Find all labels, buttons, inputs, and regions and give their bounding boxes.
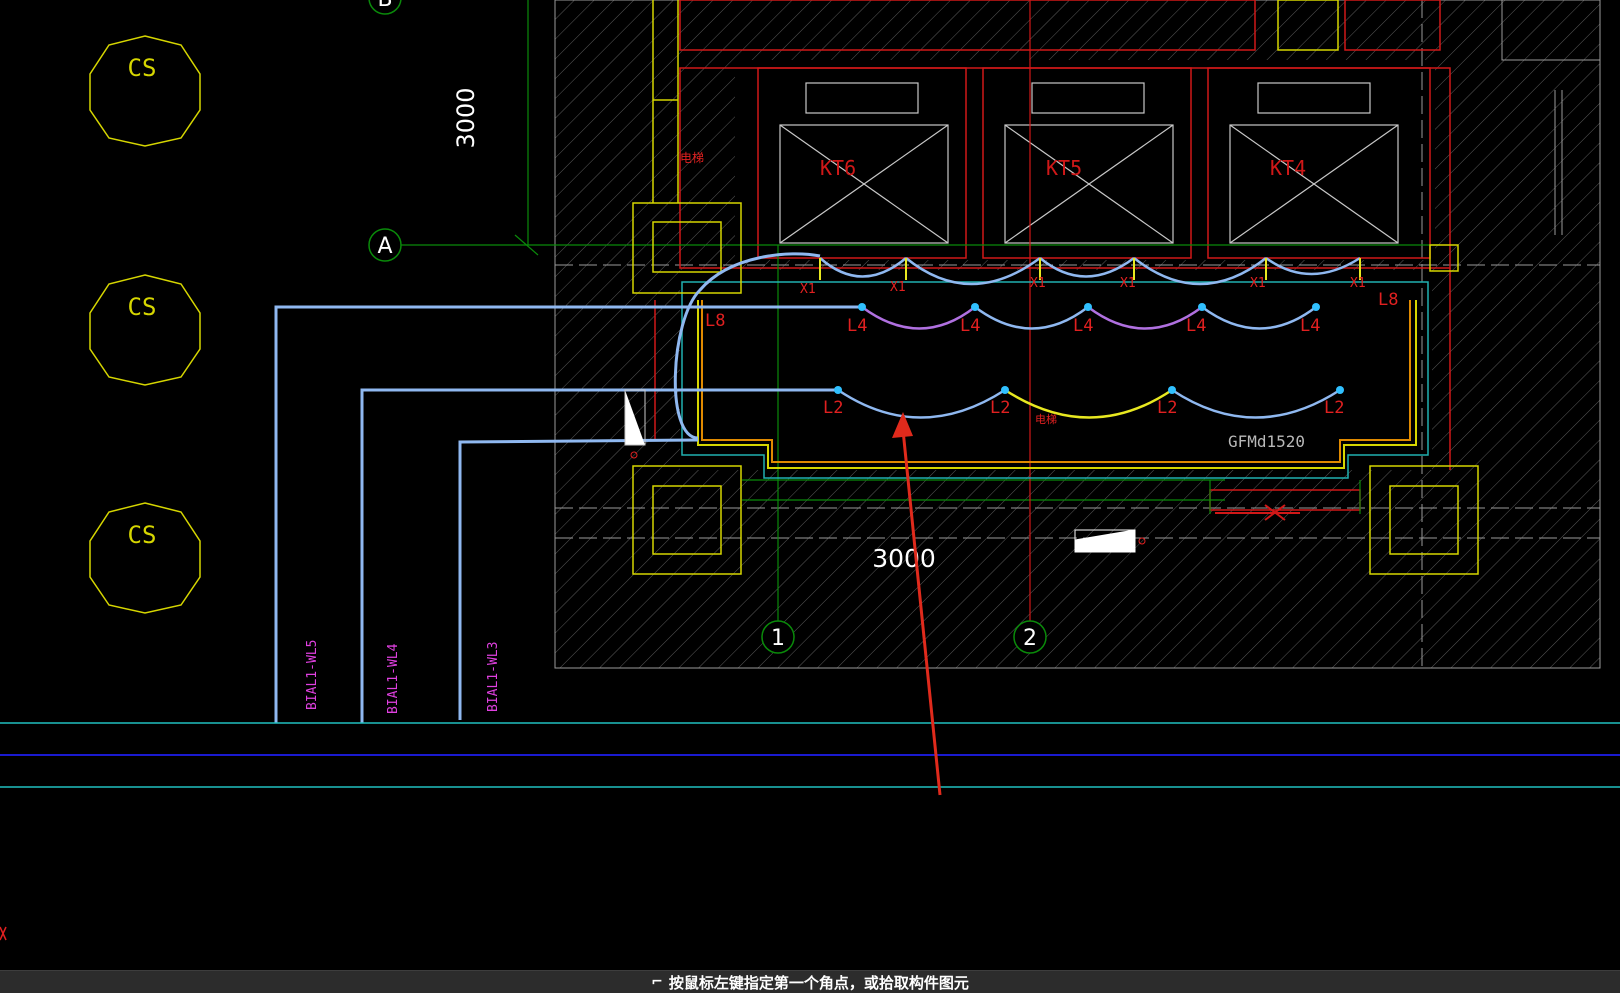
- axis-label-a: A: [377, 234, 392, 259]
- circuit-labels: X1 X1 X1 X1 X1 X1 L8 L8 L4 L4 L4 L4 L4 L…: [680, 151, 1398, 426]
- circuit-label-l2: L2: [990, 398, 1010, 418]
- feeder-wires[interactable]: [274, 252, 862, 723]
- circuit-label-x1: X1: [1030, 276, 1046, 291]
- cs-symbols: [89, 35, 201, 614]
- small-red-note: 电梯: [1035, 413, 1057, 426]
- axis-lines: [400, 0, 1440, 622]
- cs-label: CS: [128, 521, 157, 549]
- axis-bubble-labels: B A 1 2: [377, 0, 1037, 651]
- equipment-label-kt4: KT4: [1270, 156, 1306, 180]
- axis-bubble-b: [368, 0, 402, 15]
- circuit-label-l2: L2: [1324, 398, 1344, 418]
- bottom-boundary-lines: [0, 722, 1620, 788]
- room-label: GFMd1520: [1228, 432, 1305, 451]
- dimension-horizontal-3000: 3000: [872, 544, 936, 573]
- circuit-label-l4: L4: [1073, 316, 1093, 336]
- circuit-label-l2: L2: [823, 398, 843, 418]
- hexagon-cs-icon: [89, 502, 201, 614]
- status-prompt-text: 按鼠标左键指定第一个角点，或拾取构件图元: [668, 973, 969, 992]
- fixture-ticks: [819, 258, 1361, 280]
- cs-label: CS: [128, 54, 157, 82]
- circuit-label-x1: X1: [1350, 276, 1366, 291]
- door-frame: [624, 389, 646, 446]
- axis-bubble-1: [761, 620, 795, 654]
- feeder-wire-arc[interactable]: [673, 252, 821, 440]
- feeder-wire-wl5[interactable]: [274, 305, 862, 723]
- feeder-label-wl5: BIAL1-WL5: [305, 640, 320, 710]
- axis-bubbles: [368, 0, 1047, 654]
- circuit-label-l8: L8: [705, 311, 725, 331]
- cad-drawing-canvas[interactable]: KT6 KT5 KT4 CS CS: [0, 0, 1620, 970]
- cs-label: CS: [128, 293, 157, 321]
- small-red-note: 电梯: [680, 151, 704, 165]
- circuit-label-l4: L4: [847, 316, 867, 336]
- circuit-label-x1: X1: [890, 280, 906, 295]
- circuit-label-l4: L4: [1300, 316, 1320, 336]
- hatched-wall-region: [554, 0, 1601, 669]
- circuit-label-l4: L4: [1186, 316, 1206, 336]
- feeder-label-wl3: BIAL1-WL3: [486, 642, 501, 712]
- red-room-outlines: [654, 0, 1451, 511]
- circuit-label-x1: X1: [800, 282, 816, 297]
- equipment-labels: KT6 KT5 KT4: [820, 156, 1306, 180]
- orange-room-boundary: [701, 300, 1411, 463]
- door-swing-symbol: [625, 390, 645, 445]
- axis-label-b: B: [377, 0, 392, 12]
- axis-bubble-2: [1013, 620, 1047, 654]
- light-circuit-l4[interactable]: [861, 305, 1317, 330]
- column-boxes: [632, 0, 1479, 575]
- feeder-labels: BIAL1-WL5 BIAL1-WL4 BIAL1-WL3: [305, 640, 501, 714]
- cyan-room-outline: [681, 281, 1429, 479]
- cursor-corner-icon: ⌐: [651, 974, 663, 990]
- light-circuit-x1[interactable]: [819, 256, 1361, 286]
- axis-label-2: 2: [1023, 626, 1037, 651]
- red-annotation-arrow: [892, 412, 942, 796]
- panel-box-outline: [1074, 529, 1136, 553]
- feeder-label-wl4: BIAL1-WL4: [386, 643, 401, 714]
- feeder-wire-wl3[interactable]: [458, 438, 699, 720]
- hexagon-cs-icon: [89, 35, 201, 147]
- hexagon-cs-icon: [89, 274, 201, 386]
- axis-bubble-a: [368, 228, 402, 262]
- circuit-label-l2: L2: [1157, 398, 1177, 418]
- circuit-label-l8: L8: [1378, 290, 1398, 310]
- yellow-room-boundary: [697, 300, 1417, 469]
- red-connector-symbol: [1215, 504, 1300, 521]
- equipment-label-kt6: KT6: [820, 156, 856, 180]
- command-status-bar: ⌐ 按鼠标左键指定第一个角点，或拾取构件图元: [0, 970, 1620, 993]
- ucs-icon: [0, 926, 7, 941]
- fixture-points: [834, 303, 1344, 394]
- equipment-label-kt5: KT5: [1046, 156, 1082, 180]
- circuit-label-x1: X1: [1250, 276, 1266, 291]
- dimension-vertical-3000: 3000: [452, 87, 480, 148]
- axis-label-1: 1: [771, 626, 785, 651]
- circuit-label-x1: X1: [1120, 276, 1136, 291]
- cs-labels: CS CS CS: [128, 54, 157, 549]
- equipment-boxes: [779, 82, 1399, 244]
- panel-box-marker: [1138, 537, 1146, 545]
- circuit-label-l4: L4: [960, 316, 980, 336]
- door-marker: [630, 451, 638, 459]
- feeder-wire-wl4[interactable]: [360, 388, 838, 723]
- light-circuit-l2[interactable]: [837, 388, 1341, 419]
